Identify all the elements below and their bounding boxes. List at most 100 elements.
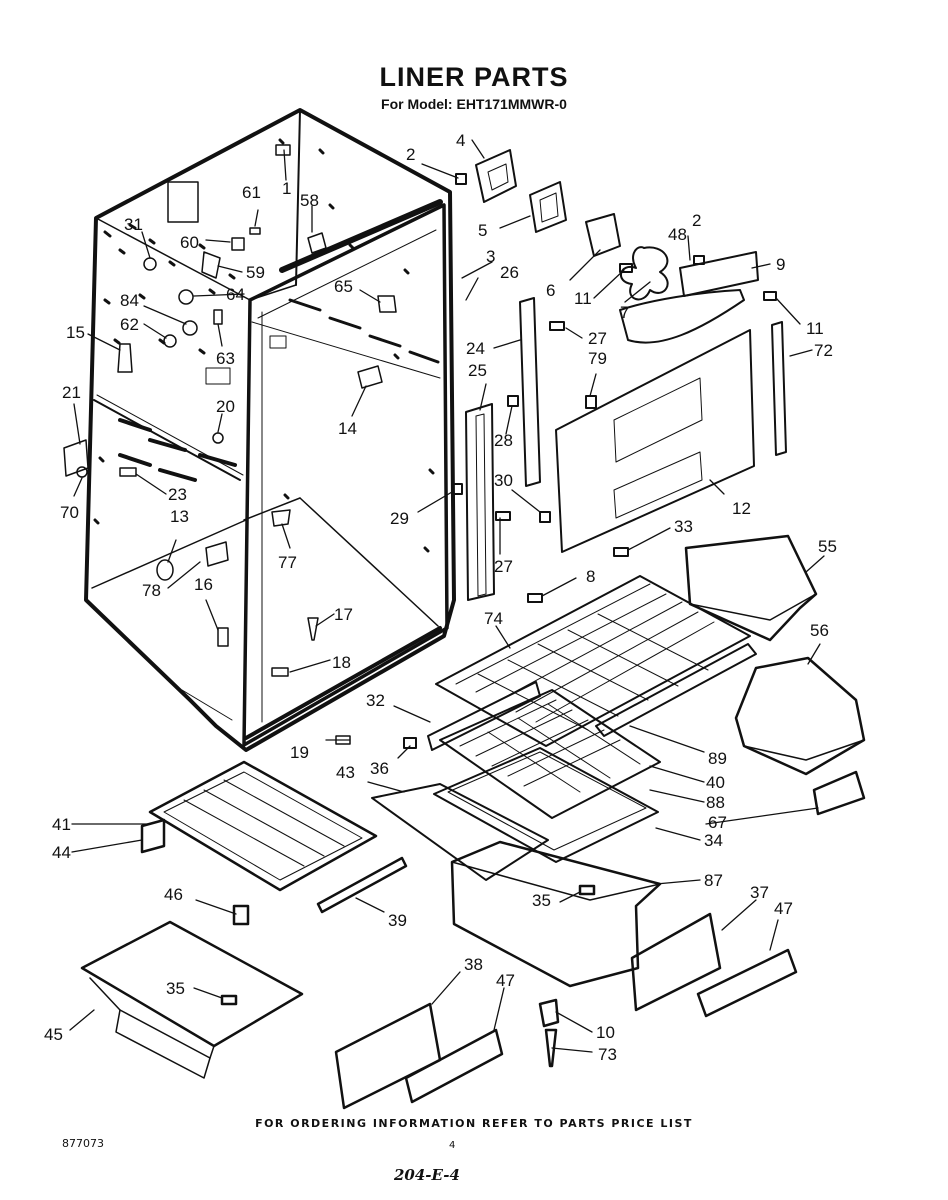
part-20-plug (212, 432, 224, 444)
part-29-clip (451, 483, 463, 495)
callout-40: 40 (706, 773, 725, 792)
callout-46: 46 (164, 885, 183, 904)
callout-26: 26 (500, 263, 519, 282)
callout-63: 63 (216, 349, 235, 368)
callout-8: 8 (586, 567, 595, 586)
part-25-vertical-rail (465, 403, 495, 601)
callout-72: 72 (814, 341, 833, 360)
part-27-screw-lower (495, 511, 511, 521)
part-64-grommet (178, 289, 194, 305)
part-16-socket (217, 627, 229, 647)
callout-65: 65 (334, 277, 353, 296)
callout-19: 19 (290, 743, 309, 762)
part-7-fan-blade (620, 246, 669, 301)
part-73-damper (544, 1028, 558, 1068)
callout-1: 1 (282, 179, 291, 198)
part-77-clip (271, 509, 291, 527)
callout-33: 33 (674, 517, 693, 536)
refrigerator-liner (84, 108, 456, 752)
part-37-crisper-front (630, 912, 722, 1012)
callout-17: 17 (334, 605, 353, 624)
callout-55: 55 (818, 537, 837, 556)
part-5-bezel (529, 181, 567, 233)
part-9-fan-shroud (679, 251, 759, 297)
part-14-bracket (357, 365, 383, 389)
callout-12: 12 (732, 499, 751, 518)
callout-61: 61 (242, 183, 261, 202)
callout-3: 3 (486, 247, 495, 266)
part-30-clip (539, 511, 551, 523)
callout-47-right: 47 (774, 899, 793, 918)
part-47-handle-left (404, 1028, 504, 1104)
handwritten-note: 204-E-4 (394, 1166, 460, 1184)
part-1-clip (275, 144, 291, 156)
rear-panel (451, 297, 755, 603)
page-number: 4 (449, 1140, 456, 1151)
callout-45: 45 (44, 1025, 63, 1044)
part-36-clip (403, 737, 417, 749)
callout-27: 27 (588, 329, 607, 348)
part-21-bracket (63, 439, 89, 477)
part-87-crisper-drawer (450, 840, 662, 988)
part-79-clip (585, 395, 597, 409)
part-61-screw (249, 227, 261, 235)
callout-14: 14 (338, 419, 357, 438)
part-24-vertical-rail (519, 297, 541, 487)
callout-5: 5 (478, 221, 487, 240)
part-63-screw (213, 309, 223, 325)
part-60-bracket (231, 237, 245, 251)
part-2-screw-right (693, 255, 705, 265)
part-56-door-bin (734, 656, 866, 776)
callout-74: 74 (484, 609, 503, 628)
part-12-rear-panel (555, 329, 755, 553)
callout-6: 6 (546, 281, 555, 300)
part-47-handle-right (696, 948, 798, 1018)
callout-30: 30 (494, 471, 513, 490)
part-62-plug (163, 334, 177, 348)
drawers-and-bins (80, 534, 866, 1110)
callout-32: 32 (366, 691, 385, 710)
part-18-screw (271, 667, 289, 677)
callout-16: 16 (194, 575, 213, 594)
callout-21: 21 (62, 383, 81, 402)
part-2-screw (455, 173, 467, 185)
part-41-crisper-cover (148, 760, 378, 892)
callout-11-right: 11 (806, 319, 824, 338)
page-title: LINER PARTS (379, 62, 569, 92)
callout-39: 39 (388, 911, 407, 930)
part-46-clip (232, 904, 250, 926)
callout-62: 62 (120, 315, 139, 334)
part-38-drawer-front (334, 1002, 442, 1110)
callout-35: 35 (532, 891, 551, 910)
callout-58: 58 (300, 191, 319, 210)
callout-35-lower: 35 (166, 979, 185, 998)
part-23-screw (119, 467, 137, 477)
callout-10: 10 (596, 1023, 615, 1042)
callout-79: 79 (588, 349, 607, 368)
part-31-grommet (143, 257, 157, 271)
callout-67: 67 (708, 813, 727, 832)
callout-18: 18 (332, 653, 351, 672)
model-subtitle: For Model: EHT171MMWR-0 (381, 96, 567, 112)
callout-77: 77 (278, 553, 297, 572)
callout-37: 37 (750, 883, 769, 902)
callout-25: 25 (468, 361, 487, 380)
callout-88: 88 (706, 793, 725, 812)
part-43-support (371, 783, 549, 881)
part-11-screw-right (763, 291, 777, 301)
callout-20: 20 (216, 397, 235, 416)
part-6-motor (585, 213, 621, 257)
callout-2-right: 2 (692, 211, 701, 230)
callout-89: 89 (708, 749, 727, 768)
part-59-bracket (201, 251, 221, 279)
leader-lines (69, 139, 825, 1053)
part-44-bracket (140, 818, 166, 854)
callout-29: 29 (390, 509, 409, 528)
callout-15: 15 (66, 323, 85, 342)
callout-84: 84 (120, 291, 139, 310)
part-17-light (307, 617, 319, 641)
part-65-clip (377, 295, 397, 313)
part-28-clip (507, 395, 519, 407)
callout-23: 23 (168, 485, 187, 504)
